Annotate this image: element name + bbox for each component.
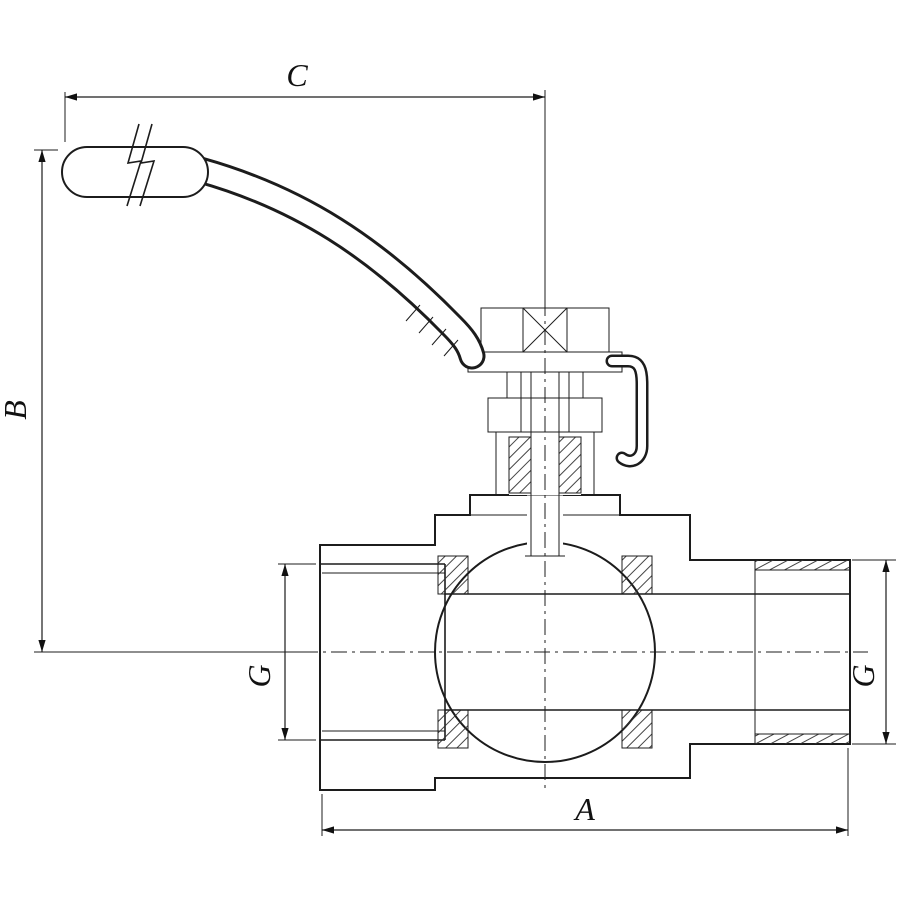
stem-assembly xyxy=(467,307,623,557)
dimension-b: B xyxy=(0,149,302,653)
seat-top-left xyxy=(438,556,468,594)
dimension-a: A xyxy=(321,748,849,836)
break-line-1 xyxy=(126,123,143,207)
handle-shaft-inner xyxy=(189,159,483,367)
seat-top-right-cross xyxy=(621,555,653,595)
male-thread xyxy=(650,560,851,744)
dim-label-g-right: G xyxy=(845,664,881,687)
male-thread-ticks-bottom xyxy=(755,734,850,744)
seat-top-left-cross xyxy=(437,555,469,595)
body-section-silhouette xyxy=(319,494,851,791)
dim-label-g-left: G xyxy=(241,664,277,687)
male-thread-ticks-top xyxy=(755,560,850,570)
handle-shaft-outer xyxy=(186,156,486,370)
handle xyxy=(61,123,649,468)
handle-shaft-hatch-ticks xyxy=(405,304,459,357)
dimension-g-right: G xyxy=(845,559,896,745)
seat-bottom-right-cross xyxy=(621,709,653,749)
handle-stop-tab-inner xyxy=(608,357,646,465)
centerlines xyxy=(302,90,868,792)
dim-label-b: B xyxy=(0,400,33,420)
seat-rings xyxy=(437,555,653,749)
break-line-2 xyxy=(139,123,156,207)
packing-left xyxy=(509,437,531,493)
valve-body xyxy=(319,494,851,791)
dimension-g-left: G xyxy=(241,563,316,741)
dimension-c: C xyxy=(64,57,545,142)
handle-grip xyxy=(61,146,209,198)
seat-bottom-left-cross xyxy=(437,709,469,749)
packing-right xyxy=(559,437,581,493)
seat-bottom-left xyxy=(438,710,468,748)
seat-bottom-right xyxy=(622,710,652,748)
dim-label-c: C xyxy=(286,57,308,93)
seat-top-right xyxy=(622,556,652,594)
dim-label-a: A xyxy=(573,791,595,827)
handle-stop-tab-outer xyxy=(605,354,649,468)
